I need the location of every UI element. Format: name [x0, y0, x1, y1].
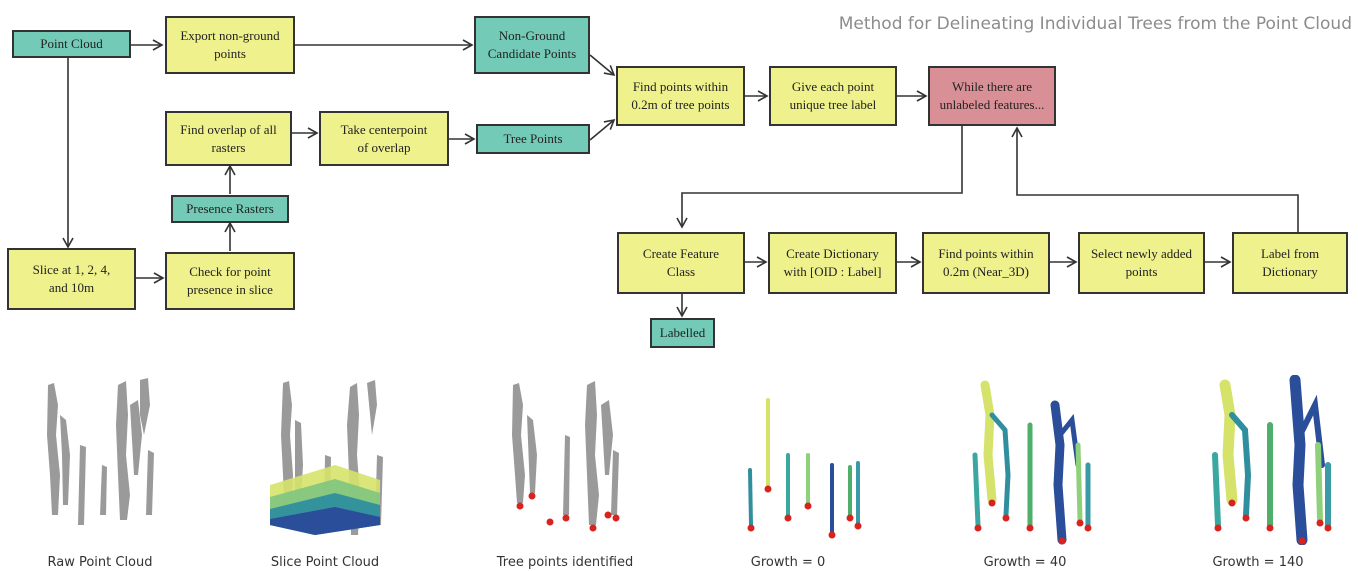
node-labelled: Labelled: [650, 318, 715, 348]
growth-140-image: [1212, 375, 1332, 545]
node-presence-rasters: Presence Rasters: [171, 195, 289, 223]
slice-point-cloud-image: [270, 380, 383, 535]
arrow-loop-back: [1011, 126, 1299, 232]
growth-40-image: [972, 380, 1092, 545]
diagram-title: Method for Delineating Individual Trees …: [838, 14, 1352, 34]
arrow-nonground-find: [589, 54, 616, 77]
arrow-treepoints-find: [589, 118, 616, 141]
growth-0-image: [747, 398, 862, 539]
node-create-feature-class: Create Feature Class: [617, 232, 745, 294]
caption-tree-points-identified: Tree points identified: [496, 555, 634, 570]
node-check-presence: Check for point presence in slice: [165, 252, 295, 310]
raw-point-cloud-image: [47, 378, 154, 525]
node-unique-label: Give each point unique tree label: [769, 66, 897, 126]
node-label-from-dict: Label from Dictionary: [1232, 232, 1348, 294]
caption-growth-0: Growth = 0: [750, 555, 826, 570]
node-find-near3d: Find points within 0.2m (Near_3D): [922, 232, 1050, 294]
tree-points-identified-image: [512, 381, 620, 532]
node-take-centerpoint: Take centerpoint of overlap: [319, 111, 449, 166]
node-tree-points: Tree Points: [476, 124, 590, 154]
node-export-nonground: Export non-ground points: [165, 16, 295, 74]
node-while-unlabeled: While there are unlabeled features...: [928, 66, 1056, 126]
node-select-newly: Select newly added points: [1078, 232, 1205, 294]
node-create-dictionary: Create Dictionary with [OID : Label]: [768, 232, 897, 294]
node-nonground-candidates: Non-Ground Candidate Points: [474, 16, 590, 74]
caption-growth-40: Growth = 40: [983, 555, 1067, 570]
node-slice: Slice at 1, 2, 4, and 10m: [7, 248, 136, 310]
node-find-overlap: Find overlap of all rasters: [165, 111, 292, 166]
node-find-within-tree: Find points within 0.2m of tree points: [616, 66, 745, 126]
arrow-while-create: [676, 126, 963, 229]
caption-growth-140: Growth = 140: [1212, 555, 1304, 570]
caption-raw-point-cloud: Raw Point Cloud: [47, 555, 153, 570]
caption-slice-point-cloud: Slice Point Cloud: [270, 555, 380, 570]
node-point-cloud: Point Cloud: [12, 30, 131, 58]
